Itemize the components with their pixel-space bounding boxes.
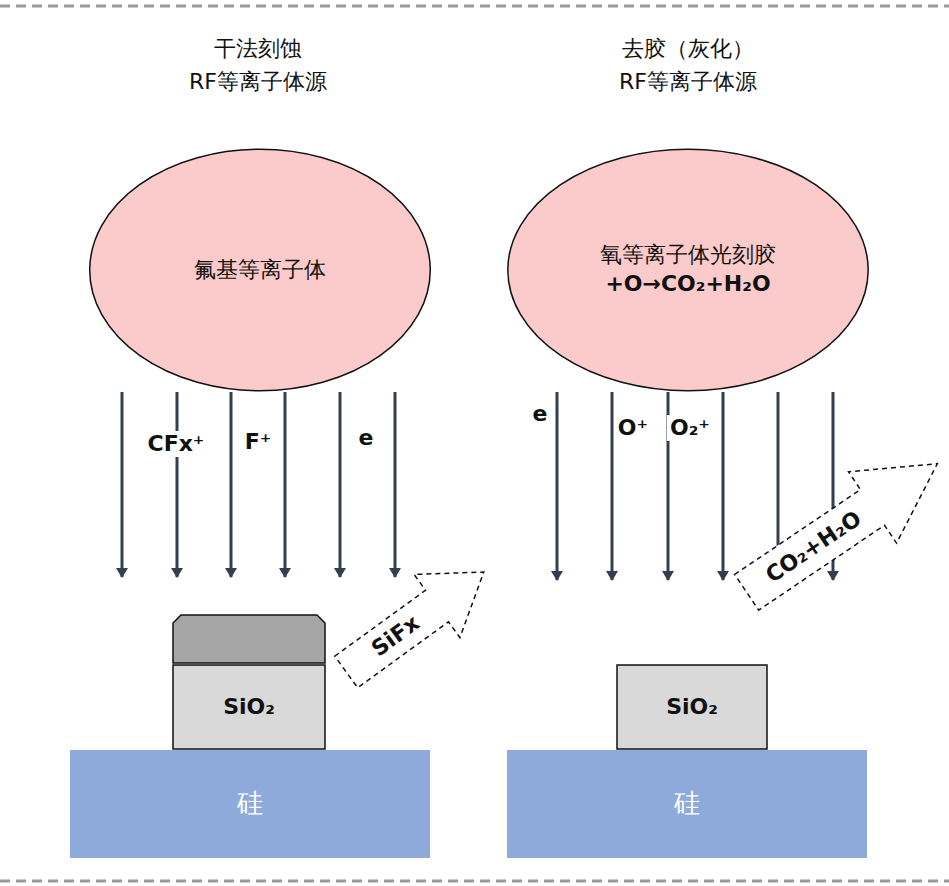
oxide-box: SiO₂: [173, 665, 325, 749]
plasma-ellipse: 氟基等离子体: [88, 148, 432, 392]
product-arrow: SiFx: [323, 540, 506, 703]
node-text: 硅: [674, 787, 700, 821]
panel-title: 干法刻蚀: [211, 36, 305, 62]
species-label: O⁺: [615, 415, 651, 441]
silicon-substrate: 硅: [70, 750, 430, 858]
photoresist-layer: [173, 615, 325, 663]
node-text: +O→CO₂+H₂O: [605, 270, 770, 299]
ellipse-outline: [506, 148, 870, 392]
node-text: 氟基等离子体: [194, 256, 326, 285]
node-text: 硅: [237, 787, 263, 821]
species-label: CFx⁺: [145, 431, 208, 457]
panel-title: 去胶（灰化）: [619, 36, 757, 62]
species-label: O₂⁺: [667, 415, 713, 441]
species-label: e: [530, 401, 551, 427]
node-text: SiO₂: [223, 693, 275, 722]
silicon-substrate: 硅: [507, 750, 867, 858]
species-label: F⁺: [242, 429, 275, 455]
product-arrow: CO₂+H₂O: [723, 428, 949, 628]
node-text: CO₂+H₂O: [747, 496, 881, 599]
node-text: SiO₂: [666, 693, 718, 722]
node-text: SiFx: [346, 594, 445, 677]
oxide-box: SiO₂: [617, 665, 767, 749]
dashed-border: [0, 5, 949, 8]
panel-title: RF等离子体源: [616, 69, 760, 95]
ion-arrows: [122, 392, 833, 580]
species-label: e: [356, 425, 377, 451]
node-text: 氧等离子体光刻胶: [600, 241, 776, 270]
plasma-ellipse: 氧等离子体光刻胶+O→CO₂+H₂O: [506, 148, 870, 392]
dashed-border: [0, 880, 949, 883]
panel-title: RF等离子体源: [186, 69, 330, 95]
